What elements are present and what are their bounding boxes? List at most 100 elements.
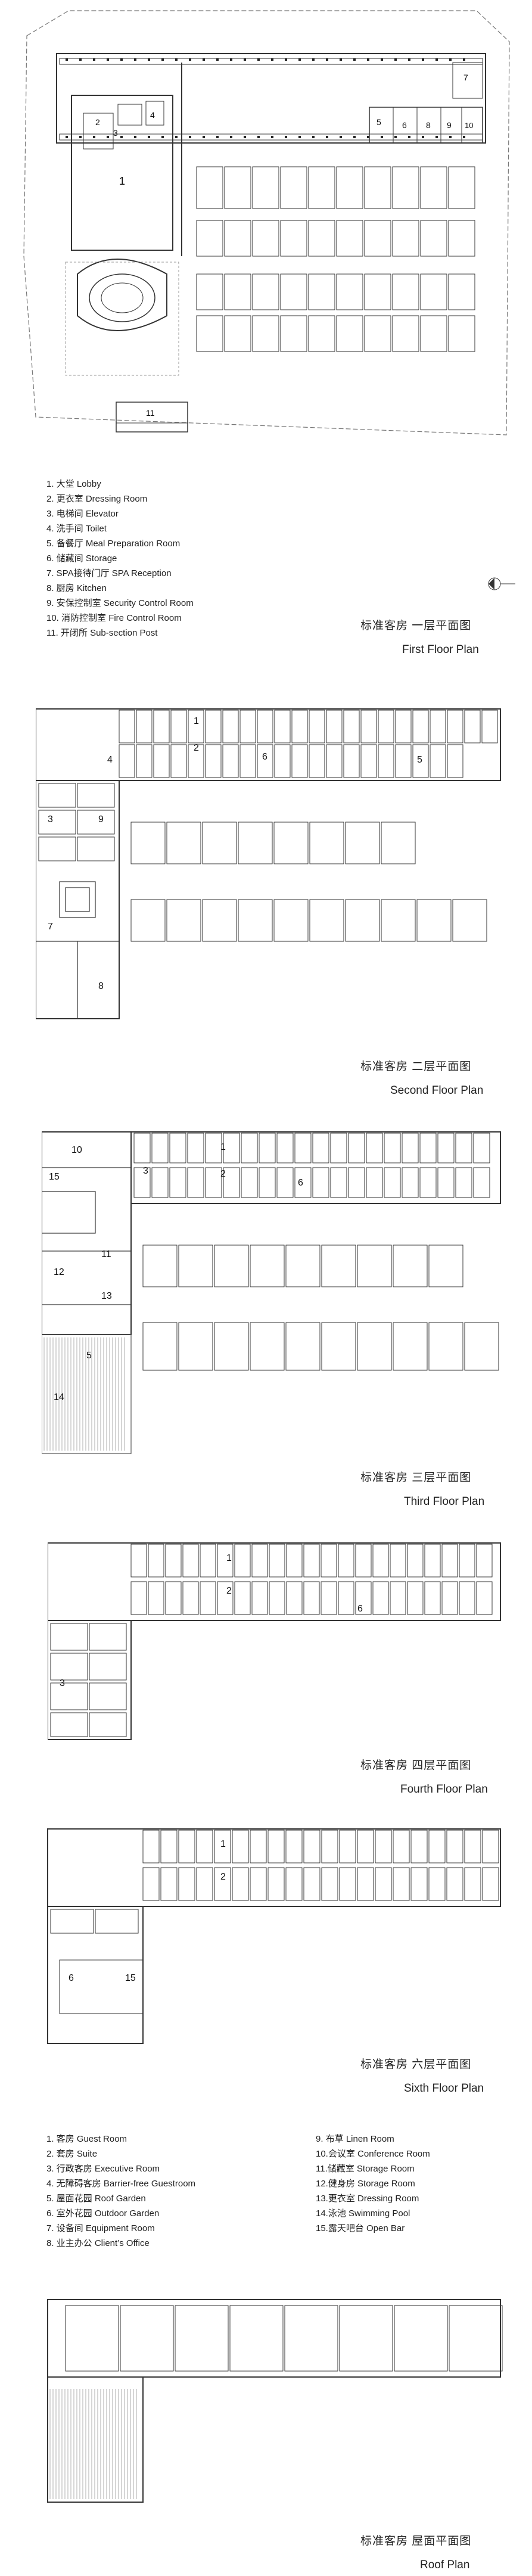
guest-room-cell <box>372 1544 389 1578</box>
guest-room-cell <box>241 1167 258 1198</box>
guest-room-cell <box>308 220 335 257</box>
guest-room-cell <box>446 1830 463 1863</box>
ff-label-3: 3 <box>113 128 118 138</box>
guest-room-cell <box>357 1867 374 1901</box>
guest-room-cell <box>410 1830 428 1863</box>
tf-label-2: 2 <box>220 1169 226 1179</box>
guest-room-cell <box>395 744 412 778</box>
sx-label-2: 2 <box>220 1872 226 1882</box>
guest-room-cell <box>455 1133 472 1163</box>
guest-room-cell <box>336 273 363 310</box>
guest-room-cell <box>224 273 251 310</box>
lower-room-cell <box>321 1245 356 1287</box>
third-floor-plan: 1 2 3 5 6 10 11 12 13 14 15 <box>42 1126 506 1471</box>
guest-room-cell <box>239 710 256 743</box>
legend-item: 12.健身房 Storage Room <box>316 2179 415 2189</box>
guest-room-cell <box>136 710 153 743</box>
guest-room-cell <box>437 1167 455 1198</box>
guest-room-cell <box>205 710 222 743</box>
guest-room-cell <box>481 710 498 743</box>
legend-item: 15.露天吧台 Open Bar <box>316 2223 405 2233</box>
column-mark <box>340 136 342 138</box>
guest-room-cell <box>252 166 279 209</box>
guest-room-cell <box>274 744 291 778</box>
fourth-floor-title-cn: 标准客房 四层平面图 <box>360 1759 472 1772</box>
guest-room-cell <box>378 710 394 743</box>
guest-room-cell <box>133 1133 151 1163</box>
guest-room-cell <box>375 1867 392 1901</box>
column-mark <box>230 136 232 138</box>
column-mark <box>381 136 383 138</box>
sf-label-2: 2 <box>194 743 199 753</box>
lower-room-cell <box>428 1245 463 1287</box>
lower-room-cell <box>142 1245 178 1287</box>
guest-room-cell <box>459 1581 475 1615</box>
guest-room-cell <box>366 1133 383 1163</box>
legend-item: 1. 客房 Guest Room <box>46 2134 127 2144</box>
guest-room-cell <box>205 1167 222 1198</box>
guest-room-cell <box>447 710 463 743</box>
guest-room-cell <box>276 1167 294 1198</box>
fourth-floor-plan: 1 2 3 6 <box>48 1537 506 1751</box>
roof-title-cn: 标准客房 屋面平面图 <box>360 2535 472 2547</box>
guest-room-cell <box>321 1581 337 1615</box>
guest-room-cell <box>214 1830 231 1863</box>
column-mark <box>271 58 273 61</box>
column-mark <box>463 136 465 138</box>
guest-room-cell <box>308 315 335 352</box>
lower-room-cell <box>130 899 166 942</box>
ff-label-4: 4 <box>150 110 155 120</box>
first-floor-title-en: First Floor Plan <box>402 643 479 656</box>
legend-item: 10. 消防控制室 Fire Control Room <box>46 613 182 623</box>
lower-room-cell <box>273 822 309 864</box>
guest-room-cell <box>303 1830 321 1863</box>
sf-label-4: 4 <box>107 755 113 765</box>
column-mark <box>367 58 369 61</box>
lower-room-cell <box>357 1322 392 1371</box>
column-mark <box>312 136 315 138</box>
guest-room-cell <box>214 1867 231 1901</box>
third-floor-section: 1 2 3 5 6 10 11 12 13 14 15 标准客房 三层平面图 T… <box>0 1126 532 1519</box>
guest-room-cell <box>441 1544 458 1578</box>
suite-cell <box>77 810 115 835</box>
legend-item: 8. 业主办公 Client’s Office <box>46 2238 150 2248</box>
guest-room-cell <box>364 273 391 310</box>
guest-room-cell <box>286 1544 303 1578</box>
lower-room-cell <box>178 1322 213 1371</box>
guest-room-cell <box>482 1867 499 1901</box>
guest-room-cell <box>410 1867 428 1901</box>
ff-label-2: 2 <box>95 117 100 127</box>
column-mark <box>312 58 315 61</box>
column-mark <box>394 58 397 61</box>
guest-room-cell <box>430 710 446 743</box>
column-mark <box>148 136 150 138</box>
guest-room-cell <box>136 744 153 778</box>
ff-label-1: 1 <box>119 175 125 187</box>
guest-room-cell <box>276 1133 294 1163</box>
guest-room-cell <box>392 220 419 257</box>
roof-bay <box>339 2305 393 2372</box>
guest-room-cell <box>364 315 391 352</box>
tf-label-12: 12 <box>54 1267 64 1277</box>
guest-room-cell <box>224 315 251 352</box>
sf-label-9: 9 <box>98 814 104 825</box>
guest-room-cell <box>251 1544 268 1578</box>
guest-room-cell <box>393 1867 410 1901</box>
first-floor-plan-drawing: 1 2 3 4 5 6 7 8 9 10 11 <box>23 10 510 435</box>
guest-room-cell <box>395 710 412 743</box>
guest-room-cell <box>308 166 335 209</box>
tf-label-15: 15 <box>49 1172 60 1182</box>
guest-room-cell <box>285 1867 303 1901</box>
lower-room-cell <box>428 1322 463 1371</box>
guest-room-cell <box>464 710 481 743</box>
lower-room-cell <box>130 822 166 864</box>
guest-room-cell <box>223 1133 240 1163</box>
guest-room-cell <box>378 744 394 778</box>
guest-room-cell <box>464 1867 481 1901</box>
guest-room-cell <box>160 1830 178 1863</box>
sixth-floor-section: 1 2 6 15 标准客房 六层平面图 Sixth Floor Plan <box>0 1823 532 2103</box>
guest-room-cell <box>419 1167 437 1198</box>
guest-room-cell <box>309 710 325 743</box>
